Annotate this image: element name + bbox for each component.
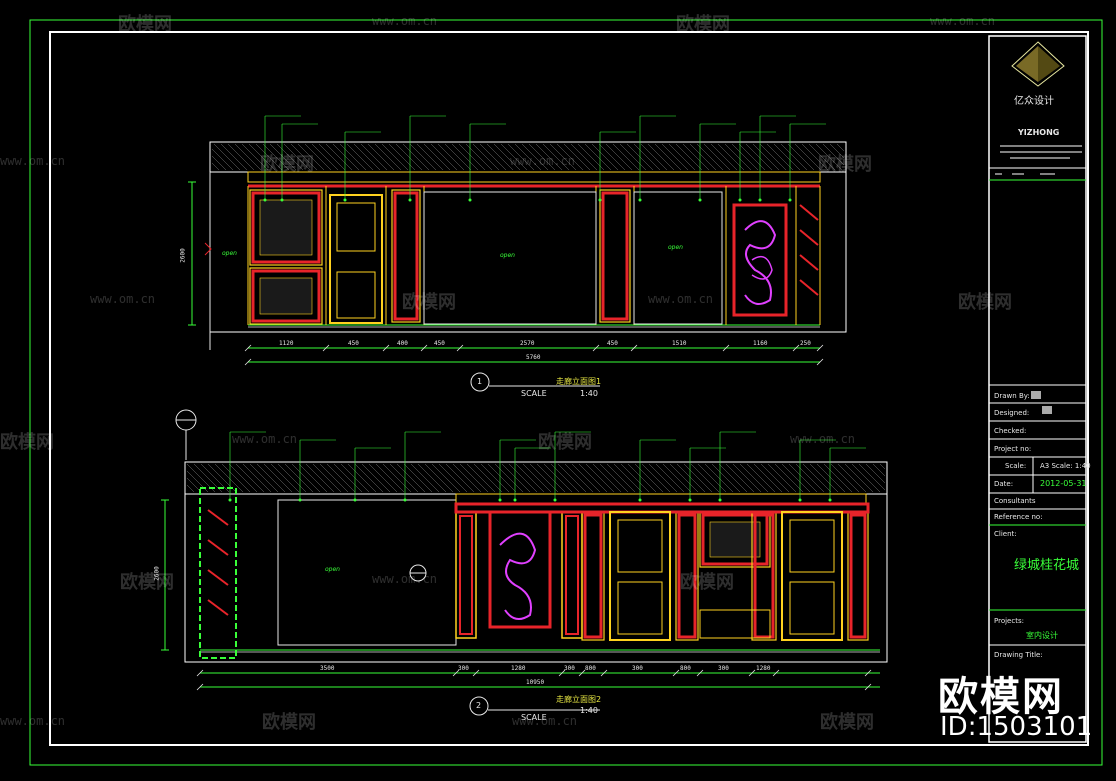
watermark-text: 欧模网: [260, 154, 314, 175]
projects-value: 室内设计: [1026, 631, 1058, 640]
company-logo-icon: [1011, 41, 1065, 87]
dimension-label: 800: [680, 665, 691, 672]
watermark-url: www.om.cn: [232, 432, 298, 446]
scale-value: A3 Scale: 1:40: [1040, 462, 1091, 470]
dimension-label: 400: [397, 340, 408, 347]
dimension-label: 300: [632, 665, 643, 672]
watermark-url: www.om.cn: [90, 292, 156, 306]
watermark-url: www.om.cn: [790, 432, 856, 446]
dimension-label: 3500: [320, 665, 335, 672]
open-label: open: [325, 566, 340, 573]
drawing-title-label: Drawing Title:: [994, 651, 1043, 659]
dimension-label: 2600: [153, 566, 161, 581]
company-name-en: YIZHONG: [1018, 128, 1060, 137]
inner-frame: [49, 31, 1089, 746]
dimension-label: 1160: [753, 340, 768, 347]
drawn-by-label: Drawn By:: [994, 392, 1030, 400]
watermark-text: 欧模网: [118, 14, 172, 35]
elevation-view-2: [161, 409, 888, 716]
dimension-label: 300: [458, 665, 469, 672]
watermark-text: 欧模网: [402, 292, 456, 313]
view-number: 2: [476, 701, 482, 710]
watermark-text: 欧模网: [818, 154, 872, 175]
watermark-text: 欧模网: [680, 572, 734, 593]
watermark-text: 欧模网: [0, 432, 54, 453]
client-label: Client:: [994, 530, 1017, 538]
scale-label: Scale:: [1005, 462, 1027, 470]
date-value: 2012-05-31: [1040, 479, 1087, 488]
consultants-label: Consultants: [994, 497, 1036, 505]
dimension-label: 250: [800, 340, 811, 347]
dimension-label: 300: [718, 665, 729, 672]
dimension-label: 450: [434, 340, 445, 347]
dimension-label: 1280: [511, 665, 526, 672]
company-name-cn: 亿众设计: [1014, 96, 1054, 107]
dimension-label: 1120: [279, 340, 294, 347]
watermark-url: www.om.cn: [0, 154, 66, 168]
dimension-label: 10950: [526, 679, 545, 686]
watermark-url: www.om.cn: [372, 572, 438, 586]
reference-label: Reference no:: [994, 513, 1043, 521]
watermark-url: www.om.cn: [512, 714, 578, 728]
view-scale: 1:40: [580, 389, 598, 398]
dimension-label: 2600: [179, 248, 187, 263]
view-number: 1: [477, 377, 483, 386]
projects-label: Projects:: [994, 617, 1024, 625]
dimension-label: 450: [607, 340, 618, 347]
dimension-label: 1510: [672, 340, 687, 347]
project-no-label: Project no:: [994, 445, 1032, 453]
dimension-label: 800: [585, 665, 596, 672]
view-title: 走廊立面图1: [556, 377, 602, 386]
watermark-text: 欧模网: [120, 572, 174, 593]
dimension-label: 5760: [526, 354, 541, 361]
checked-label: Checked:: [994, 427, 1027, 435]
view-title: 走廊立面图2: [556, 695, 602, 704]
outer-frame: [29, 19, 1103, 766]
open-label: open: [222, 250, 237, 257]
watermark-text: 欧模网: [676, 14, 730, 35]
watermark-text: 欧模网: [958, 292, 1012, 313]
view-scale-word: SCALE: [521, 713, 547, 722]
dimension-label: 2570: [520, 340, 535, 347]
brand-logo-text: 欧模网: [938, 674, 1064, 720]
designed-label: Designed:: [994, 409, 1030, 417]
project-name: 绿城桂花城: [1014, 558, 1080, 573]
watermark-url: www.om.cn: [0, 714, 66, 728]
elevation-view-1: [188, 115, 847, 392]
open-label: open: [668, 244, 683, 251]
watermark-text: 欧模网: [820, 712, 874, 733]
dimension-label: 300: [564, 665, 575, 672]
title-block: [988, 35, 1087, 743]
date-label: Date:: [994, 480, 1014, 488]
brand-id: ID:1503101: [940, 712, 1093, 742]
watermark-url: www.om.cn: [372, 14, 438, 28]
dimension-label: 450: [348, 340, 359, 347]
watermark-url: www.om.cn: [930, 14, 996, 28]
view-scale: 1:40: [580, 706, 598, 715]
open-label: open: [500, 252, 515, 259]
watermark-url: www.om.cn: [510, 154, 576, 168]
watermark-text: 欧模网: [262, 712, 316, 733]
watermark-text: 欧模网: [538, 432, 592, 453]
view-scale-word: SCALE: [521, 389, 547, 398]
watermark-url: www.om.cn: [648, 292, 714, 306]
dimension-label: 1280: [756, 665, 771, 672]
